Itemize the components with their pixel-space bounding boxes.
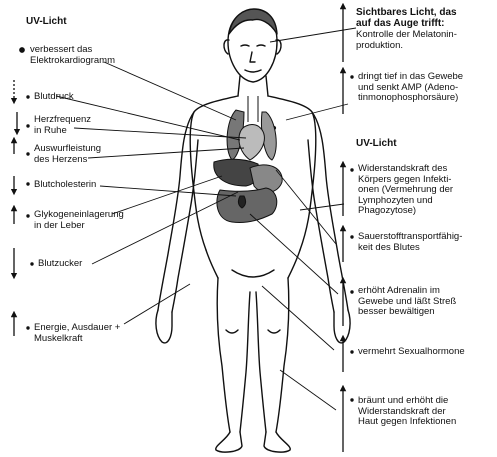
- dot-indicator: [20, 48, 24, 52]
- leg-right: [256, 278, 289, 432]
- leg-left: [217, 278, 250, 432]
- visible-light-subtext: Kontrolle der Melatonin- produktion.: [356, 30, 457, 51]
- hand-left: [156, 310, 172, 343]
- label-sexualhormone: vermehrt Sexualhormone: [358, 347, 465, 358]
- label-sauerstoff: Sauerstofftransportfähig- keit des Blute…: [358, 232, 462, 253]
- label-elektrokardiogramm: verbessert das Elektrokardiogramm: [30, 45, 115, 66]
- label-adrenalin: erhöht Adrenalin im Gewebe und läßt Stre…: [358, 286, 456, 318]
- intestine-organ: [217, 188, 277, 223]
- foot-right: [264, 432, 290, 452]
- kidney-organ: [238, 196, 245, 208]
- right-uv-heading: UV-Licht: [356, 138, 397, 149]
- label-amp: dringt tief in das Gewebe und senkt AMP …: [358, 72, 463, 104]
- label-blutdruck: Blutdruck: [34, 92, 74, 103]
- label-glykogen: Glykogeneinlagerung in der Leber: [34, 210, 124, 231]
- arm-left: [158, 112, 198, 312]
- left-heading: UV-Licht: [26, 16, 67, 27]
- human-figure: [156, 9, 350, 452]
- label-haut: bräunt und erhöht die Widerstandskraft d…: [358, 396, 456, 428]
- label-auswurfleistung: Auswurfleistung des Herzens: [34, 144, 101, 165]
- heart-organ: [239, 125, 264, 161]
- indicators-left: [14, 48, 24, 336]
- hand-right: [334, 310, 350, 343]
- hair: [229, 9, 277, 34]
- label-herzfrequenz: Herzfrequenz in Ruhe: [34, 115, 91, 136]
- arm-right: [308, 112, 348, 312]
- label-energie: Energie, Ausdauer + Muskelkraft: [34, 323, 120, 344]
- foot-left: [216, 432, 242, 452]
- label-blutzucker: Blutzucker: [38, 259, 82, 270]
- trachea: [248, 96, 258, 122]
- label-widerstandskraft: Widerstandskraft des Körpers gegen Infek…: [358, 164, 453, 217]
- visible-light-heading: Sichtbares Licht, das auf das Auge triff…: [356, 7, 457, 29]
- label-blutcholesterin: Blutcholesterin: [34, 180, 96, 191]
